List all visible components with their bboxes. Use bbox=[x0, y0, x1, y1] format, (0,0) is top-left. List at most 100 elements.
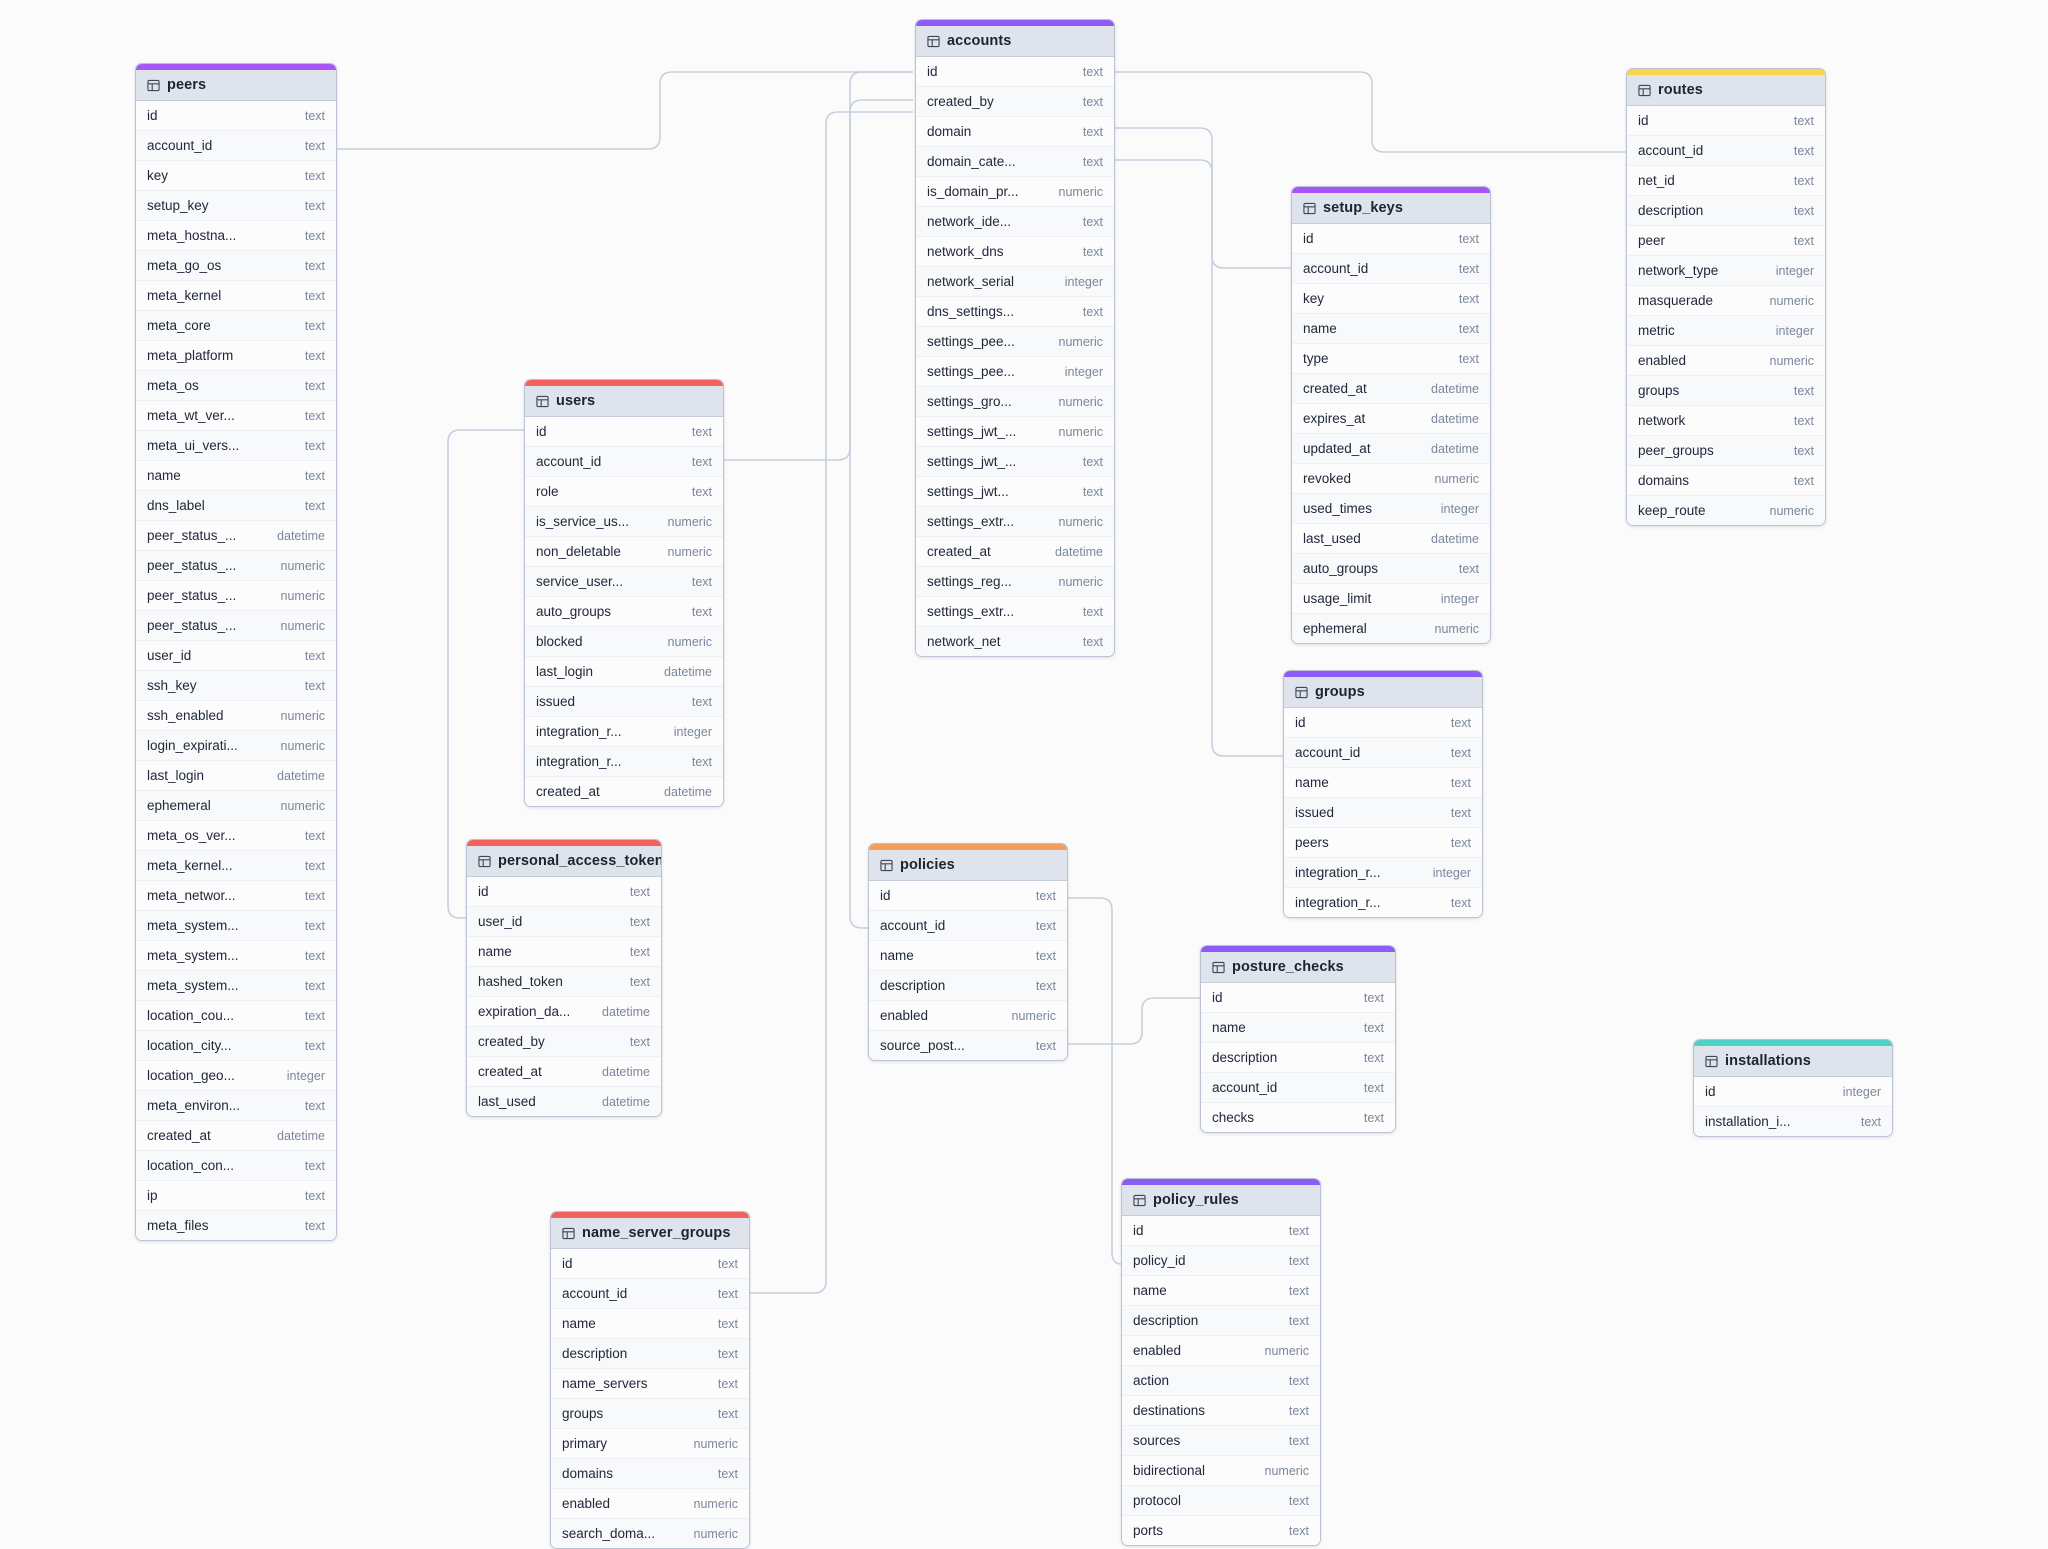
field-row[interactable]: location_cou...text bbox=[136, 1001, 336, 1031]
field-row[interactable]: is_domain_pr...numeric bbox=[916, 177, 1114, 207]
field-row[interactable]: settings_pee...integer bbox=[916, 357, 1114, 387]
table-header[interactable]: setup_keys bbox=[1292, 193, 1490, 224]
field-row[interactable]: settings_extr...numeric bbox=[916, 507, 1114, 537]
table-header[interactable]: personal_access_tokens bbox=[467, 846, 661, 877]
field-row[interactable]: service_user...text bbox=[525, 567, 723, 597]
table-header[interactable]: routes bbox=[1627, 75, 1825, 106]
table-header[interactable]: peers bbox=[136, 70, 336, 101]
field-row[interactable]: peer_status_...numeric bbox=[136, 581, 336, 611]
field-row[interactable]: settings_reg...numeric bbox=[916, 567, 1114, 597]
field-row[interactable]: meta_kernel...text bbox=[136, 851, 336, 881]
field-row[interactable]: meta_hostna...text bbox=[136, 221, 336, 251]
field-row[interactable]: peer_status_...numeric bbox=[136, 551, 336, 581]
field-row[interactable]: meta_system...text bbox=[136, 971, 336, 1001]
field-row[interactable]: location_geo...integer bbox=[136, 1061, 336, 1091]
field-row[interactable]: meta_system...text bbox=[136, 911, 336, 941]
table-header[interactable]: groups bbox=[1284, 677, 1482, 708]
field-row[interactable]: meta_environ...text bbox=[136, 1091, 336, 1121]
field-row[interactable]: installation_i...text bbox=[1694, 1107, 1892, 1136]
table-header[interactable]: posture_checks bbox=[1201, 952, 1395, 983]
field-row[interactable]: source_post...text bbox=[869, 1031, 1067, 1060]
field-row[interactable]: location_con...text bbox=[136, 1151, 336, 1181]
field-row[interactable]: login_expirati...numeric bbox=[136, 731, 336, 761]
field-row[interactable]: peer_status_...datetime bbox=[136, 521, 336, 551]
field-row[interactable]: settings_jwt_...numeric bbox=[916, 417, 1114, 447]
field-row[interactable]: network_ide...text bbox=[916, 207, 1114, 237]
table-header[interactable]: name_server_groups bbox=[551, 1218, 749, 1249]
table-header[interactable]: policies bbox=[869, 850, 1067, 881]
field-row[interactable]: settings_jwt...text bbox=[916, 477, 1114, 507]
field-row[interactable]: expiration_da...datetime bbox=[467, 997, 661, 1027]
field-row[interactable]: settings_extr...text bbox=[916, 597, 1114, 627]
